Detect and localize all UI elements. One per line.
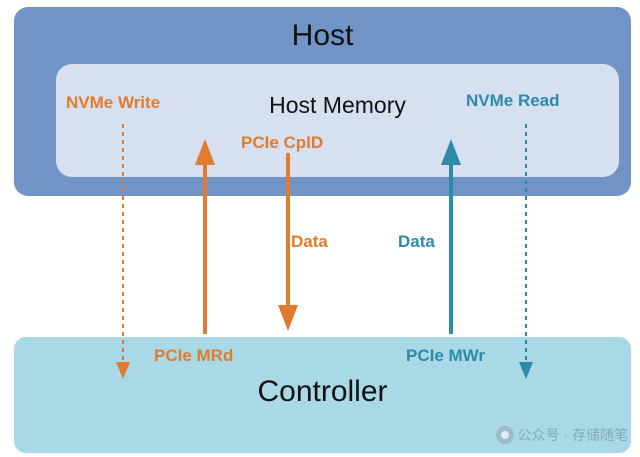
pcie-mrd-up-arrow xyxy=(195,139,215,334)
watermark: 公众号 · 存储随笔 xyxy=(495,425,628,445)
controller-box: Controller xyxy=(14,337,631,453)
watermark-text: 公众号 · 存储随笔 xyxy=(517,427,628,443)
pcie-mwr-up-arrow xyxy=(441,139,461,334)
nvme-read-label: NVMe Read xyxy=(466,91,560,110)
pcie-cpid-label: PCIe CpID xyxy=(241,133,324,152)
pcie-cpid-data-down-arrow xyxy=(278,153,298,331)
nvme-write-dotted-arrow xyxy=(116,124,130,379)
pcie-mwr-label: PCIe MWr xyxy=(406,346,486,365)
nvme-read-dotted-arrow xyxy=(519,124,533,379)
nvme-write-label: NVMe Write xyxy=(66,93,161,112)
controller-title: Controller xyxy=(257,375,388,408)
data-right-label: Data xyxy=(398,232,435,251)
data-left-label: Data xyxy=(291,232,328,251)
wechat-icon xyxy=(495,426,514,444)
host-memory-title: Host Memory xyxy=(269,92,406,118)
pcie-mrd-label: PCIe MRd xyxy=(154,346,234,365)
host-title: Host xyxy=(291,19,354,52)
